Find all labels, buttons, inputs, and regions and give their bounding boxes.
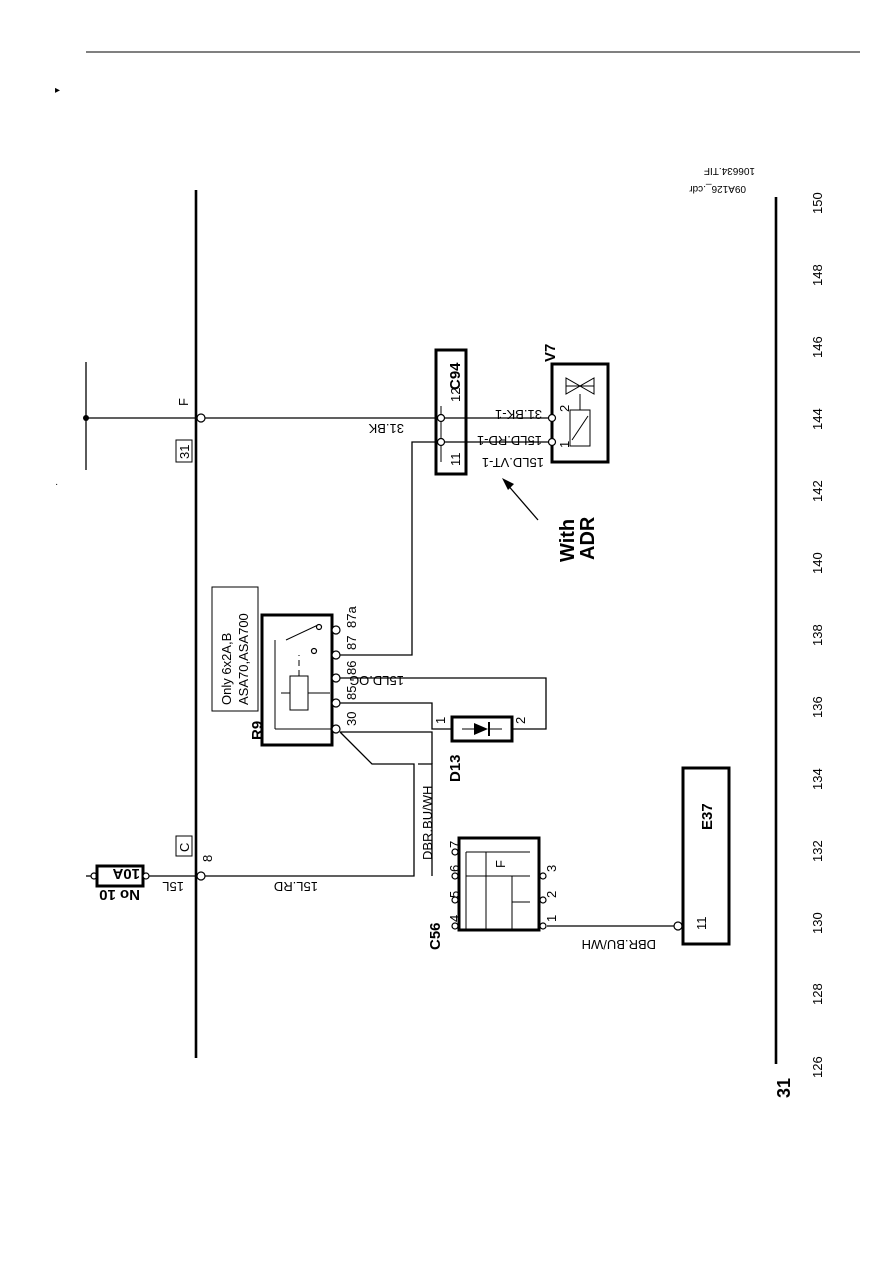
c56-name: C56 <box>427 922 444 950</box>
annotation-line2: ADR <box>577 516 599 560</box>
e37-name: E37 <box>699 803 716 830</box>
fuse-name: No 10 <box>99 886 140 903</box>
annotation-arrow-head <box>502 478 514 490</box>
scale-tick: 148 <box>810 264 825 286</box>
c56-inner-f: F <box>493 860 508 868</box>
v7-name: V7 <box>542 344 559 362</box>
connector-c94: 11 12 C94 <box>434 348 468 476</box>
scale-tick: 150 <box>810 192 825 214</box>
wire-15lrd: 15L.RD <box>274 879 318 894</box>
c56-pin: 2 <box>544 891 559 898</box>
scale-tick: 136 <box>810 696 825 718</box>
annotation-line1: With <box>557 519 579 562</box>
c56-pin: 7 <box>447 841 462 848</box>
r9-pin: 30 <box>344 712 359 726</box>
c56-pin: 4 <box>447 915 462 922</box>
d13-name: D13 <box>447 754 464 782</box>
scale-tick: 142 <box>810 480 825 502</box>
fuse-rating: 10A <box>112 865 140 882</box>
wire-31bk: 31.BK <box>368 421 404 436</box>
c94-name: C94 <box>447 362 464 390</box>
wire-31bk1: 31.BK-1 <box>495 407 542 422</box>
wire-r9-86-loop <box>340 677 547 730</box>
wire-dbrbuwh-v: DBR.BU/WH <box>420 786 435 860</box>
scale-ticks: 126 128 130 132 134 136 138 140 142 144 … <box>810 192 825 1078</box>
wire-dbrbuwh-h: DBR.BU/WH <box>582 937 656 952</box>
d13-pin2: 2 <box>513 717 528 724</box>
wire-15ldrd1: 15LD.RD-1 <box>477 433 542 448</box>
scale-tick: 130 <box>810 912 825 934</box>
wire-15lrd-path <box>205 731 415 877</box>
wire-15ldog: 15LD.OG <box>349 673 404 688</box>
c56-pin: 1 <box>544 915 559 922</box>
scale-tick: 134 <box>810 768 825 790</box>
bus-terminal-8 <box>196 871 206 881</box>
valve-v7: 1 2 V7 <box>542 344 610 464</box>
e37-pin: 11 <box>694 917 709 931</box>
bus-marker-f: F <box>176 398 191 406</box>
component-e37: 11 E37 <box>673 766 731 946</box>
c56-pin: 5 <box>447 891 462 898</box>
scale-tick: 126 <box>810 1056 825 1078</box>
r9-note-line2: ASA70,ASA700 <box>236 613 251 705</box>
scale-tick: 140 <box>810 552 825 574</box>
r9-name: R9 <box>249 721 266 740</box>
scale-tick: 144 <box>810 408 825 430</box>
scale-tick: 146 <box>810 336 825 358</box>
bus-marker-c: C <box>177 843 192 852</box>
r9-pin: 85 <box>344 686 359 700</box>
bus-terminal-f <box>196 413 206 423</box>
bus-marker-31: 31 <box>177 445 192 459</box>
relay-r9: Only 6x2A,B ASA70,ASA700 30 85 86 87 87a… <box>211 586 359 747</box>
fuse-no10: 10A No 10 15L <box>86 864 196 903</box>
connector-c56: 4 5 6 7 1 2 3 F C56 <box>427 836 559 950</box>
wire-r9-85 <box>340 702 460 730</box>
r9-pin: 87a <box>344 606 359 628</box>
scale-tick: 128 <box>810 983 825 1005</box>
c56-pin: 6 <box>447 865 462 872</box>
scale-tick: 132 <box>810 840 825 862</box>
wire-15ldog-path <box>340 441 436 656</box>
bus-marker-31-box <box>175 439 193 463</box>
d13-pin1: 1 <box>433 717 448 724</box>
wire-15ldvt1: 15LD.VT-1 <box>482 455 544 470</box>
diode-d13: 1 2 D13 <box>433 715 528 782</box>
r9-pin: 86 <box>344 661 359 675</box>
bus-marker-c-box <box>175 835 193 857</box>
annotation-arrow-line <box>505 482 539 521</box>
fuse-out-label: 15L <box>162 879 184 894</box>
c94-pin-a: 11 <box>448 453 463 467</box>
scale-tick: 138 <box>810 624 825 646</box>
stray-mark: · <box>55 479 58 490</box>
r9-note-box <box>211 586 259 712</box>
file-ref-cdr: 09A126_.cdr <box>689 183 746 194</box>
wire-dbrbuwh-link <box>340 731 433 764</box>
rail-31-label: 31 <box>774 1078 794 1098</box>
file-ref-tif: 106634.TIF <box>704 165 755 176</box>
stray-mark: ▸ <box>55 85 60 96</box>
r9-pin: 87 <box>344 636 359 650</box>
c56-pin: 3 <box>544 865 559 872</box>
r9-note-line1: Only 6x2A,B <box>219 633 234 705</box>
v7-pin1: 1 <box>557 441 572 448</box>
v7-pin2: 2 <box>557 405 572 412</box>
bus-pin-8: 8 <box>200 855 215 862</box>
c94-pin-b: 12 <box>448 388 463 402</box>
